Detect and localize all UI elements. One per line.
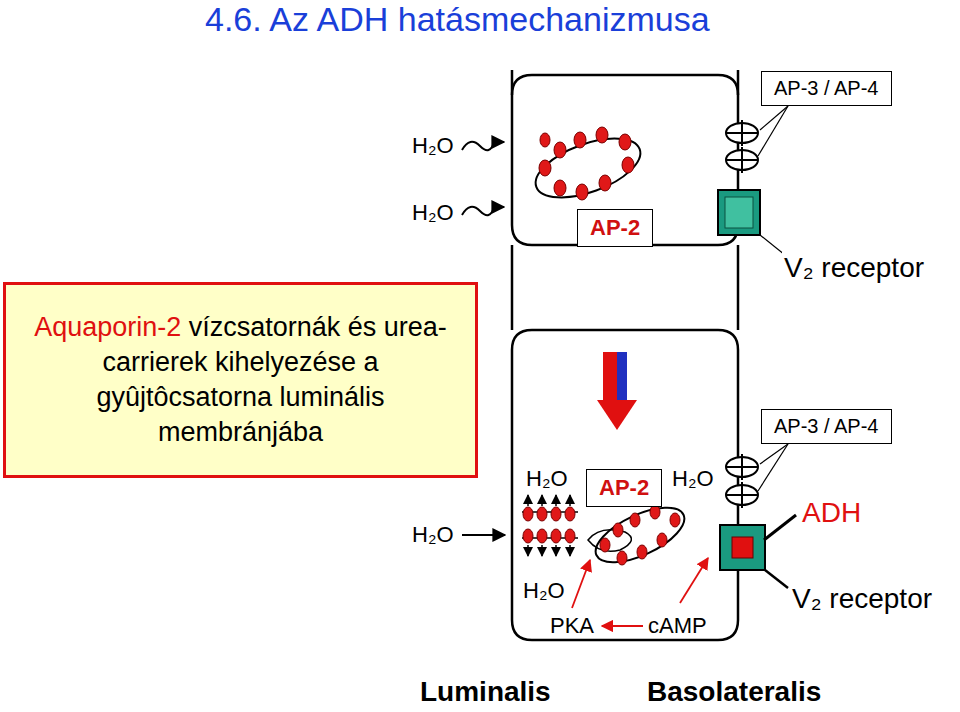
translocation-arrow — [597, 352, 637, 430]
box-label: AP-3 / AP-4 — [774, 77, 879, 100]
text-label: Luminalis — [418, 676, 553, 708]
adaptor-box: AP-2 — [586, 469, 662, 507]
text-label: cAMP — [646, 613, 709, 638]
box-label: AP-2 — [599, 475, 649, 501]
note-line: Aquaporin-2 — [34, 312, 181, 342]
text-label: H₂O — [521, 578, 567, 603]
text-label: Basolateralis — [645, 676, 823, 708]
adaptor-box: AP-3 / AP-4 — [761, 409, 892, 444]
cell-membrane — [512, 70, 738, 245]
adaptor-box: AP-2 — [577, 209, 653, 247]
channel-symbol — [726, 454, 758, 508]
text-label: ADH — [800, 497, 863, 529]
adaptor-box: AP-3 / AP-4 — [761, 71, 892, 106]
v2-receptor — [718, 190, 760, 235]
text-label: PKA — [548, 613, 596, 638]
note-text: Aquaporin-2 vízcsatornák és urea-carrier… — [6, 302, 475, 458]
inserted-aquaporins — [522, 495, 578, 556]
box-label: AP-2 — [590, 215, 640, 241]
channel-symbol — [726, 120, 758, 173]
text-label: H₂O — [524, 466, 570, 491]
note-box: Aquaporin-2 vízcsatornák és urea-carrier… — [3, 282, 478, 478]
aquaporin-vesicle — [528, 127, 648, 210]
aquaporin-vesicle — [588, 497, 692, 574]
title: 4.6. Az ADH hatásmechanizmusa — [205, 0, 710, 39]
text-label: H₂O — [670, 466, 716, 491]
text-label: H₂O — [410, 200, 456, 225]
text-label: H₂O — [410, 522, 456, 547]
text-label: V₂ receptor — [790, 583, 934, 615]
cell-membrane — [512, 330, 738, 640]
adh-ligand — [732, 537, 753, 558]
v2-receptor — [720, 525, 765, 570]
text-label: V₂ receptor — [782, 252, 926, 284]
text-label: H₂O — [410, 133, 456, 158]
cell-membrane — [512, 75, 738, 95]
box-label: AP-3 / AP-4 — [774, 415, 879, 438]
